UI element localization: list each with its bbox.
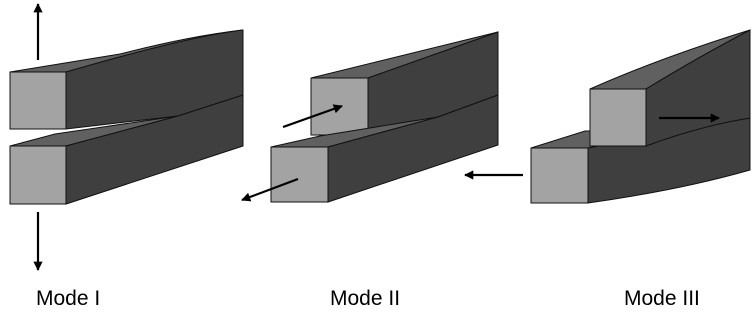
mode-2-specimen	[241, 31, 499, 203]
mode-2-lower-block-front-face	[270, 146, 329, 203]
mode-3-upper-block-front-face	[589, 88, 647, 147]
mode-1-upper-block	[9, 29, 244, 130]
mode-1-upper-block-side-face	[65, 29, 244, 130]
mode-1-upper-block-front-face	[9, 71, 67, 130]
mode-1-specimen	[9, 3, 244, 271]
mode-2-upper-shear-arrow	[282, 104, 343, 129]
mode-2-lower-block	[270, 94, 499, 203]
mode-3-lower-block-front-face	[530, 147, 589, 204]
mode-3-specimen	[464, 29, 751, 204]
mode-2-lower-shear-arrow	[241, 177, 299, 202]
mode-1-lower-block	[9, 94, 244, 205]
mode-1-lower-block-front-face	[9, 145, 67, 205]
mode-1-label: Mode I	[36, 287, 101, 310]
mode-2-label: Mode II	[330, 287, 401, 310]
mode-3-label: Mode III	[624, 287, 700, 310]
